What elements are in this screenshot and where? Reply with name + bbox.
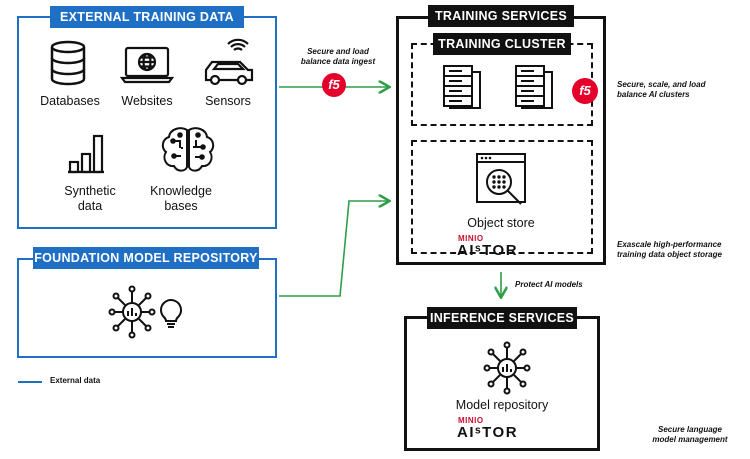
object-store-box bbox=[411, 140, 593, 254]
foundation-arrow bbox=[279, 201, 388, 297]
legend-external-data-line bbox=[18, 381, 42, 383]
databases-label: Databases bbox=[40, 94, 100, 108]
lightbulb-icon bbox=[159, 299, 182, 328]
model-gear-network-icon bbox=[483, 341, 531, 395]
model-repository-label: Model repository bbox=[455, 398, 549, 412]
language-note-line1: Secure language bbox=[657, 425, 723, 434]
external-training-data-title: EXTERNAL TRAINING DATA bbox=[50, 6, 244, 28]
knowledge-bases-line2: bases bbox=[164, 199, 198, 213]
training-cluster-box bbox=[411, 43, 593, 126]
protect-note: Protect AI models bbox=[515, 280, 583, 289]
language-note-line2: model management bbox=[652, 435, 728, 444]
object-store-label: Object store bbox=[467, 216, 535, 230]
server-rack-icon bbox=[443, 65, 481, 109]
synthetic-data-line2: data bbox=[77, 199, 103, 213]
brain-circuit-icon bbox=[161, 127, 215, 172]
websites-label: Websites bbox=[121, 94, 173, 108]
legend-external-data-label: External data bbox=[50, 376, 101, 385]
server-rack-icon bbox=[515, 65, 553, 109]
training-cluster-title: TRAINING CLUSTER bbox=[433, 33, 571, 55]
connected-car-icon bbox=[204, 38, 254, 86]
foundation-model-title: FOUNDATION MODEL REPOSITORY bbox=[33, 247, 259, 269]
storage-note-line2: training data object storage bbox=[617, 250, 722, 259]
ingest-note-line2: balance data ingest bbox=[300, 57, 376, 66]
language-note: Secure language model management bbox=[640, 425, 740, 445]
storage-note-line1: Exascale high-performance bbox=[617, 240, 722, 249]
synthetic-data-label: Synthetic data bbox=[50, 184, 130, 214]
aistor-logo-inference: AIˢTOR bbox=[457, 424, 519, 441]
synthetic-data-line1: Synthetic bbox=[64, 184, 116, 198]
clusters-note: Secure, scale, and load balance AI clust… bbox=[617, 80, 745, 100]
clusters-note-line1: Secure, scale, and load bbox=[617, 80, 706, 89]
ingest-note-line1: Secure and load bbox=[307, 47, 369, 56]
storage-note: Exascale high-performance training data … bbox=[617, 240, 747, 260]
inference-services-title: INFERENCE SERVICES bbox=[427, 307, 577, 329]
ingest-note: Secure and load balance data ingest bbox=[288, 47, 388, 67]
minio-logo-inference: MINIO bbox=[458, 416, 484, 425]
f5-logo-ingest: f5 bbox=[322, 73, 346, 97]
clusters-note-line2: balance AI clusters bbox=[617, 90, 690, 99]
object-storage-search-icon bbox=[476, 153, 526, 205]
aistor-logo-training: AIˢTOR bbox=[457, 242, 519, 259]
training-services-title: TRAINING SERVICES bbox=[428, 5, 574, 27]
website-laptop-icon bbox=[119, 46, 175, 84]
database-icon bbox=[50, 40, 86, 86]
f5-logo-cluster: f5 bbox=[572, 78, 598, 104]
bar-chart-icon bbox=[68, 134, 104, 174]
knowledge-bases-line1: Knowledge bbox=[150, 184, 212, 198]
sensors-label: Sensors bbox=[205, 94, 251, 108]
knowledge-bases-label: Knowledge bases bbox=[141, 184, 221, 214]
minio-logo-training: MINIO bbox=[458, 234, 484, 243]
model-gear-network-icon bbox=[108, 285, 156, 339]
